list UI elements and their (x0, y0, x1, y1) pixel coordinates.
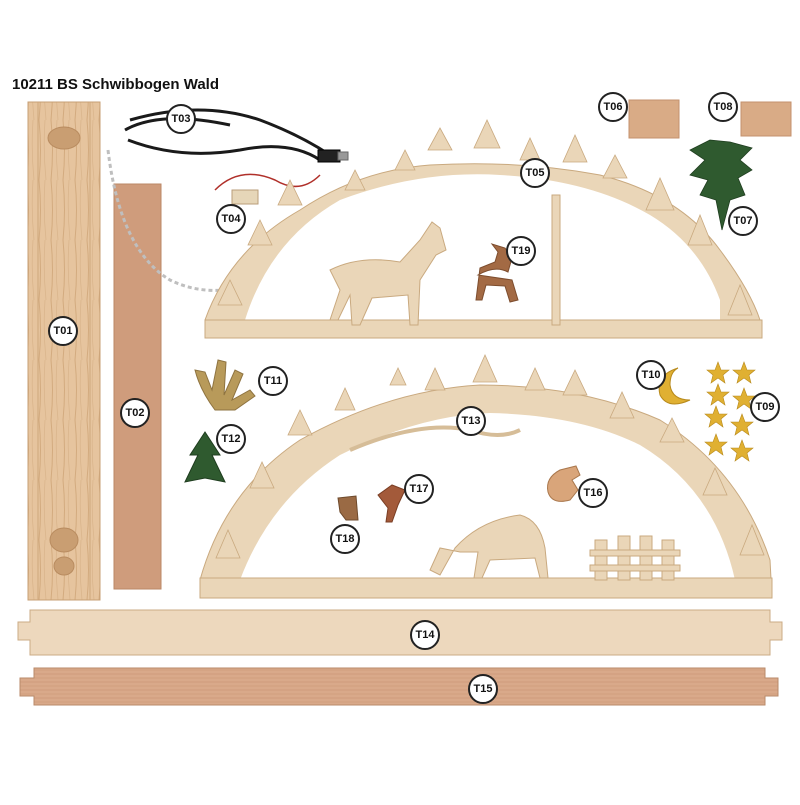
lower-deer (429, 514, 549, 579)
label-t11: T11 (258, 366, 288, 396)
label-t15: T15 (468, 674, 498, 704)
part-t06-veneer (628, 99, 680, 139)
label-t12: T12 (216, 424, 246, 454)
part-t09-stars (704, 361, 756, 462)
label-t10: T10 (636, 360, 666, 390)
part-t18-stump (337, 495, 359, 521)
part-t17-bird (377, 484, 406, 523)
part-t16-squirrel (547, 465, 581, 502)
label-t17: T17 (404, 474, 434, 504)
label-t19: T19 (506, 236, 536, 266)
product-title: 10211 BS Schwibbogen Wald (12, 76, 219, 93)
part-t12-small-tree (184, 431, 226, 483)
part-t01-side-post (27, 101, 101, 601)
led-strip (106, 149, 362, 292)
label-t04: T04 (216, 204, 246, 234)
label-t13: T13 (456, 406, 486, 436)
label-t05: T05 (520, 158, 550, 188)
part-t04-connector (231, 189, 259, 205)
label-t08: T08 (708, 92, 738, 122)
label-t06: T06 (598, 92, 628, 122)
part-t07-green-tree (689, 139, 753, 231)
label-t01: T01 (48, 316, 78, 346)
part-t02-strip (113, 183, 162, 590)
label-t14: T14 (410, 620, 440, 650)
label-t02: T02 (120, 398, 150, 428)
red-wire (214, 173, 321, 191)
lower-fence (589, 535, 681, 581)
upper-arch-trunk (551, 194, 561, 326)
part-t08-veneer (740, 101, 792, 137)
part-t03-usb-cable (124, 108, 349, 163)
label-t18: T18 (330, 524, 360, 554)
part-t11-bush (194, 359, 256, 411)
lower-arch-trees (215, 354, 765, 559)
label-t03: T03 (166, 104, 196, 134)
label-t16: T16 (578, 478, 608, 508)
upper-deer (329, 221, 447, 326)
label-t09: T09 (750, 392, 780, 422)
part-t14-rail (17, 609, 783, 656)
upper-arch-trees (217, 119, 753, 316)
label-t07: T07 (728, 206, 758, 236)
part-t15-back-rail (19, 667, 779, 706)
